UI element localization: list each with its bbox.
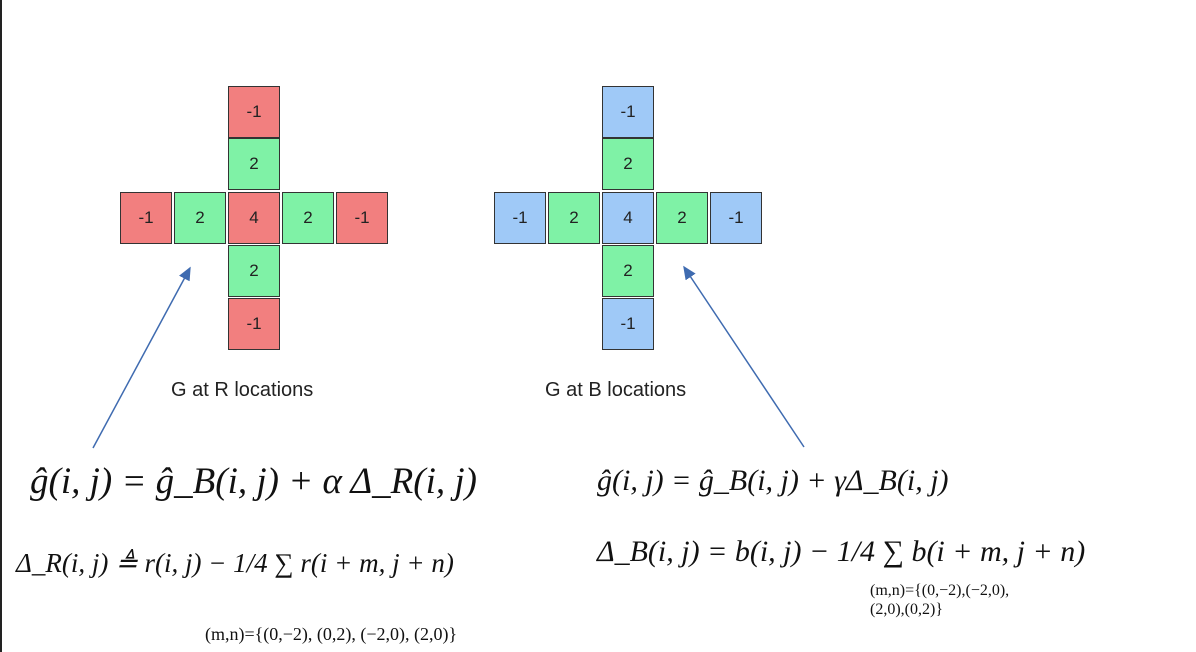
kernel-r-bottom1: 2 (228, 245, 280, 297)
arrow-left (92, 266, 191, 449)
left-delta-equation-text: Δ_R(i, j) ≜ r(i, j) − 1/4 ∑ r(i + m, j +… (16, 548, 454, 578)
right-main-equation-text: ĝ(i, j) = ĝ_B(i, j) + γΔ_B(i, j) (597, 464, 949, 497)
caption-r: G at R locations (171, 379, 314, 401)
kernel-b-top1: 2 (602, 138, 654, 190)
kernel-b-bottom1: 2 (602, 245, 654, 297)
right-delta-equation-text: Δ_B(i, j) = b(i, j) − 1/4 ∑ b(i + m, j +… (597, 535, 1086, 568)
kernel-r-center: 4 (228, 192, 280, 244)
kernel-b-right2: -1 (710, 192, 762, 244)
caption-b: G at B locations (545, 379, 687, 401)
left-border (0, 0, 2, 652)
kernel-b-bottom2: -1 (602, 298, 654, 350)
kernel-r-right1: 2 (282, 192, 334, 244)
kernel-r-left2: -1 (120, 192, 172, 244)
right-sum-range-line1: (m,n)={(0,−2),(−2,0), (870, 582, 1010, 599)
kernel-r-bottom2: -1 (228, 298, 280, 350)
kernel-r-top1: 2 (228, 138, 280, 190)
left-delta-equation: Δ_R(i, j) ≜ r(i, j) − 1/4 ∑ r(i + m, j +… (16, 548, 454, 579)
kernel-r-right2: -1 (336, 192, 388, 244)
kernel-b-left2: -1 (494, 192, 546, 244)
kernel-b-top2: -1 (602, 86, 654, 138)
right-sum-range-line2: (2,0),(0,2)} (870, 601, 943, 618)
kernel-r-left1: 2 (174, 192, 226, 244)
left-main-equation: ĝ(i, j) = ĝ_B(i, j) + α Δ_R(i, j) (30, 460, 477, 503)
right-main-equation: ĝ(i, j) = ĝ_B(i, j) + γΔ_B(i, j) (597, 464, 949, 498)
right-delta-equation: Δ_B(i, j) = b(i, j) − 1/4 ∑ b(i + m, j +… (597, 535, 1085, 569)
kernel-b-right1: 2 (656, 192, 708, 244)
kernel-b-left1: 2 (548, 192, 600, 244)
kernel-b-center: 4 (602, 192, 654, 244)
left-sum-range: (m,n)={(0,−2), (0,2), (−2,0), (2,0)} (205, 624, 458, 644)
left-main-equation-text: ĝ(i, j) = ĝ_B(i, j) + α Δ_R(i, j) (30, 461, 477, 502)
kernel-r-top2: -1 (228, 86, 280, 138)
arrow-right (683, 265, 805, 448)
